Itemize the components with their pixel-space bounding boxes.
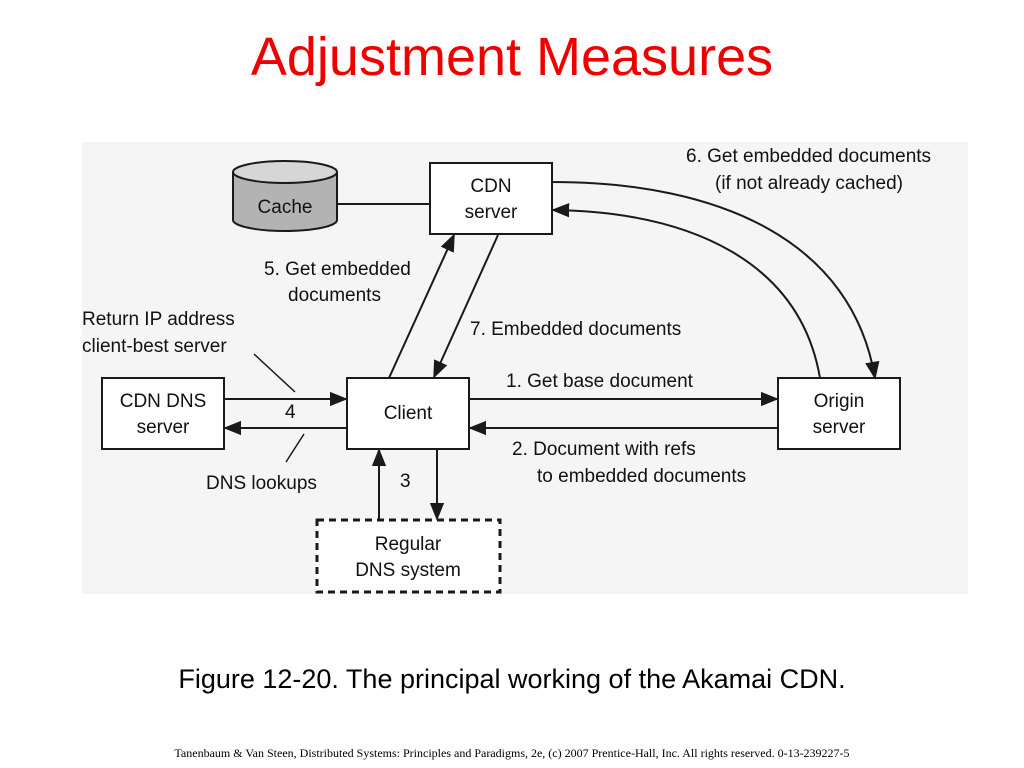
- cdn-dns-label-2: server: [137, 417, 190, 438]
- akamai-cdn-diagram: Cache CDN server Client CDN DNS server O…: [82, 142, 968, 594]
- figure-caption: Figure 12-20. The principal working of t…: [178, 664, 846, 694]
- regular-dns-label-2: DNS system: [355, 560, 461, 581]
- label-step2-line1: 2. Document with refs: [512, 439, 696, 460]
- label-step6-line2: (if not already cached): [715, 173, 903, 194]
- arrow-cdn-to-origin: [551, 181, 880, 380]
- arrow-get-embedded: [388, 233, 455, 379]
- cdn-dns-server-node: CDN DNS server: [101, 377, 225, 450]
- cdn-dns-label-1: CDN DNS: [120, 391, 207, 412]
- regular-dns-node: Regular DNS system: [315, 518, 502, 594]
- leader-dns-lookups: [285, 433, 305, 463]
- cdn-server-label-1: CDN: [470, 176, 511, 197]
- cache-node: Cache: [232, 160, 338, 232]
- origin-label-2: server: [813, 417, 866, 438]
- label-step2-line2: to embedded documents: [537, 466, 746, 487]
- origin-server-node: Origin server: [777, 377, 901, 450]
- label-return-ip-line1: Return IP address: [82, 309, 235, 330]
- arrow-origin-to-cdn: [551, 203, 821, 379]
- label-return-ip-line2: client-best server: [82, 336, 227, 357]
- cache-label: Cache: [258, 197, 313, 218]
- copyright-footer: Tanenbaum & Van Steen, Distributed Syste…: [174, 746, 850, 760]
- cdn-server-node: CDN server: [429, 162, 553, 235]
- label-step3: 3: [400, 471, 411, 492]
- cdn-server-label-2: server: [465, 202, 518, 223]
- leader-return-ip: [253, 353, 296, 393]
- regular-dns-label-1: Regular: [375, 534, 442, 555]
- label-step1: 1. Get base document: [506, 371, 694, 392]
- client-label: Client: [384, 403, 433, 424]
- arrow-embedded-documents: [433, 234, 499, 379]
- label-step4: 4: [285, 402, 296, 423]
- slide-title: Adjustment Measures: [250, 27, 774, 87]
- label-step6-line1: 6. Get embedded documents: [686, 146, 931, 167]
- label-step5-line1: 5. Get embedded: [264, 259, 411, 280]
- client-node: Client: [346, 377, 470, 450]
- label-step5-line2: documents: [288, 285, 381, 306]
- label-step7: 7. Embedded documents: [470, 319, 681, 340]
- origin-label-1: Origin: [814, 391, 865, 412]
- label-dns-lookups: DNS lookups: [206, 473, 317, 494]
